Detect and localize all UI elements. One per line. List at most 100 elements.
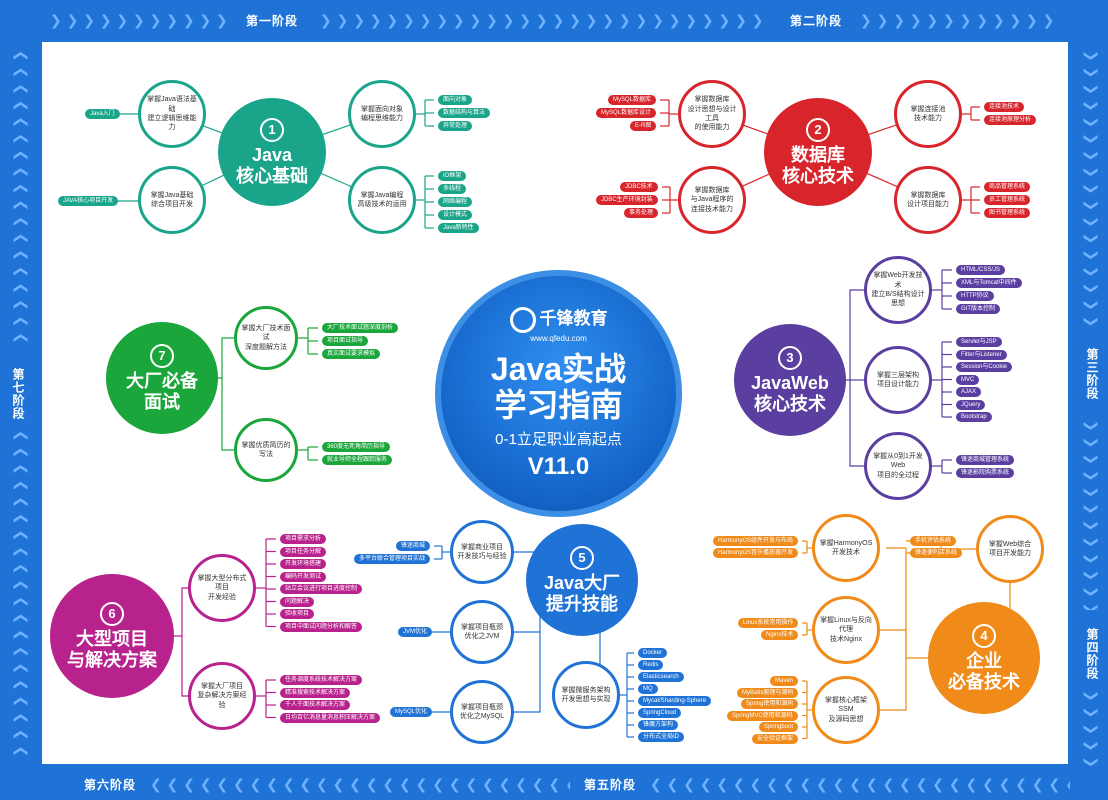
module-number: 7	[150, 343, 174, 368]
skill-node: 掌握商业项目开发技巧与经验	[450, 520, 514, 584]
chevron-decoration: ❮ ❮ ❮ ❮ ❮ ❮ ❮ ❮ ❮ ❮ ❮ ❮ ❮ ❮ ❮ ❮ ❮ ❮ ❮ ❮ …	[650, 778, 1070, 793]
skill-node: 掌握数据库与Java程序的连接技术能力	[678, 166, 746, 234]
topic-tag: 异常处理	[438, 121, 473, 131]
stage-label-5: 第五阶段	[584, 778, 637, 792]
topic-tag: 多线程	[438, 184, 467, 194]
skill-node: 掌握优质简历的写法	[234, 418, 298, 482]
topic-tag: 问题解决	[280, 596, 315, 607]
topic-tag: 锋魔方架构	[638, 720, 679, 730]
skill-node: 掌握Java编程高级技术的运用	[348, 166, 416, 234]
topic-tag: 真实面试要求模拟	[322, 349, 381, 359]
topic-tag: 精准搜索技术解决方案	[280, 687, 351, 698]
module-title: 数据库核心技术	[782, 144, 854, 186]
topic-tag: 编码开发测试	[280, 571, 327, 582]
module-number: 2	[806, 117, 830, 142]
topic-tag: Mycat/Sharding-Sphere	[638, 696, 712, 706]
topic-tag: 网络编程	[438, 197, 473, 207]
skill-node: 掌握大厂技术面试深度题解方法	[234, 306, 298, 370]
topic-tag: 事务处理	[624, 208, 659, 218]
topic-tag: MQ	[638, 684, 658, 694]
stage-label-3: 第三阶段	[1085, 348, 1099, 400]
module-number: 6	[100, 601, 124, 626]
module-number: 4	[972, 623, 996, 648]
topic-tag: Java新特性	[438, 223, 479, 233]
topic-tag: Filter与Listener	[956, 349, 1007, 360]
topic-tag: 开发环境搭建	[280, 559, 327, 569]
skill-node: 掌握数据库设计思想与设计工具的使用能力	[678, 80, 746, 148]
topic-tag: Servlet与JSP	[956, 337, 1002, 347]
topic-tag: Java入门	[85, 109, 120, 119]
skill-node: 掌握微服务架构开发思想与实现	[552, 661, 620, 729]
topic-tag: SpringCloud	[638, 708, 682, 718]
skill-node: 掌握Web综合项目开发能力	[976, 515, 1044, 583]
topic-tag: JDBC技术	[620, 182, 658, 192]
topic-tag: HTML/CSS/JS	[956, 265, 1006, 275]
topic-tag: 任务调度系统技术解决方案	[280, 675, 363, 685]
module-number: 3	[778, 345, 802, 370]
chevron-decoration: ❮ ❮ ❮ ❮ ❮ ❮ ❮ ❮ ❮ ❮ ❮ ❮ ❮ ❮ ❮ ❮ ❮ ❮ ❮ ❮ …	[13, 50, 28, 350]
skill-node: 掌握大厂项目复杂解决方案经验	[188, 662, 256, 730]
connector	[181, 636, 190, 697]
topic-tag: 验收项目	[280, 609, 315, 619]
chevron-decoration: ❯ ❯ ❯ ❯ ❯ ❯ ❯ ❯ ❯ ❯ ❯ ❯ ❯ ❯ ❯ ❯ ❯ ❯ ❯ ❯ …	[320, 14, 770, 29]
topic-tag: MySQL数据库设计	[596, 108, 657, 118]
topic-tag: HarmonyOS组件开发与布局	[713, 536, 799, 546]
connector	[849, 380, 866, 467]
topic-tag: 项目任务分解	[280, 546, 327, 557]
topic-tag: Maven	[770, 676, 799, 686]
skill-node: 掌握面向对象编程思维能力	[348, 80, 416, 148]
connector	[514, 632, 541, 713]
title-line-2: 学习指南	[494, 387, 623, 424]
topic-tag: 千人千面技术解决方案	[280, 700, 351, 710]
version: V11.0	[527, 453, 590, 481]
topic-tag: MVC	[956, 374, 980, 385]
skill-node: 掌握Java语法基础建立逻辑思维能力	[138, 80, 206, 148]
module-number: 5	[570, 545, 594, 570]
stage-label-7: 第七阶段	[11, 368, 25, 420]
topic-tag: IO框架	[438, 171, 467, 181]
stage-label-6: 第六阶段	[84, 778, 137, 792]
stage-label-2: 第二阶段	[790, 14, 843, 28]
topic-tag: 锋迷影院购票系统	[956, 468, 1015, 478]
subtitle: 0-1立足职业高起点	[495, 431, 622, 449]
brand-logo: 千锋教育	[441, 304, 676, 333]
topic-tag: XML与Tomcat中间件	[956, 278, 1022, 288]
topic-tag: 站立会议进行项目进度控制	[280, 584, 363, 594]
chevron-decoration: ❮ ❮ ❮ ❮ ❮ ❮ ❮ ❮ ❮ ❮ ❮ ❮ ❮ ❮ ❮ ❮ ❮ ❮ ❮ ❮ …	[150, 778, 570, 793]
chevron-decoration: ❯ ❯ ❯ ❯ ❯ ❯	[1083, 690, 1098, 770]
topic-tag: Spring使用和源码	[741, 699, 799, 709]
topic-tag: Elasticsearch	[638, 672, 684, 682]
brand-name: 千锋教育	[539, 309, 608, 328]
topic-tag: JQuery	[956, 399, 986, 410]
logo-q-icon	[509, 306, 536, 333]
topic-tag: 项目中面试问题分析和解答	[280, 621, 363, 632]
topic-tag: Bootstrap	[956, 412, 992, 422]
topic-tag: Redis	[638, 660, 664, 670]
topic-tag: 数据结构与算法	[438, 108, 491, 118]
center-title-badge: 千锋教育 www.qfedu.com Java实战 学习指南 0-1立足职业高起…	[435, 270, 682, 517]
module-title: 大厂必备面试	[126, 370, 198, 412]
topic-tag: 日均百亿消息量消息积压解决方案	[280, 712, 381, 723]
module-number: 1	[260, 117, 284, 142]
topic-tag: 面向对象	[438, 95, 473, 105]
module-title: Java大厂提升技能	[543, 572, 621, 614]
skill-node: 掌握项目瓶颈优化之MySQL	[450, 680, 514, 744]
skill-node: 掌握Linux与反向代理技术Nginx	[812, 596, 880, 664]
topic-tag: Springboot	[759, 722, 799, 732]
topic-tag: 连接池技术	[984, 102, 1025, 112]
chevron-decoration: ❯ ❯ ❯ ❯ ❯ ❯ ❯ ❯ ❯ ❯ ❯ ❯ ❯ ❯	[1083, 420, 1098, 610]
topic-tag: 连接池原理分析	[984, 115, 1037, 125]
brand-url: www.qfedu.com	[530, 333, 587, 343]
skill-node: 掌握数据库设计项目能力	[894, 166, 962, 234]
skill-node: 掌握项目瓶颈优化之JVM	[450, 600, 514, 664]
